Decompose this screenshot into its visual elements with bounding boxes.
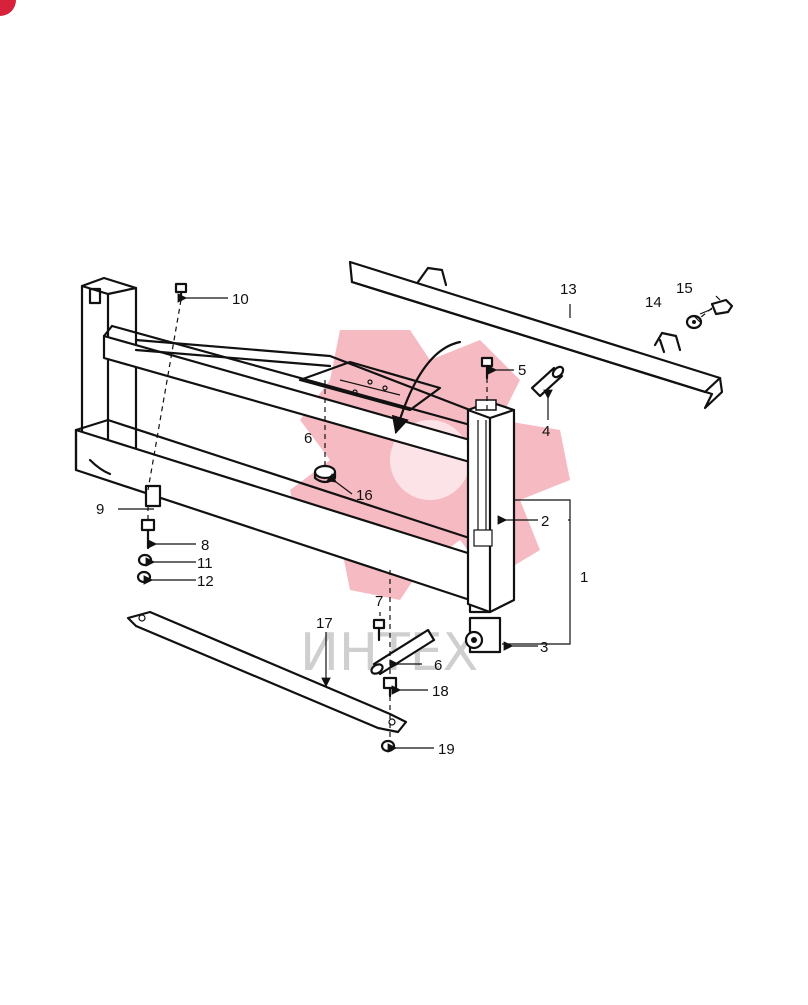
callout-6a: 6: [434, 657, 442, 674]
callout-12: 12: [197, 573, 214, 590]
callout-2: 2: [541, 513, 549, 530]
nut-12: [136, 570, 152, 584]
callout-15: 15: [676, 280, 693, 297]
bolt-15: [699, 298, 734, 316]
clip-9: [144, 484, 162, 508]
bolt-18: [382, 676, 398, 698]
callout-4: 4: [542, 423, 550, 440]
bolt-7: [372, 618, 386, 642]
callout-1: 1: [580, 569, 588, 586]
assembly-arrow: [391, 340, 462, 435]
callout-5: 5: [518, 362, 526, 379]
side-panel-part: [348, 260, 724, 410]
callout-7: 7: [375, 593, 383, 610]
callout-3: 3: [540, 639, 548, 656]
main-frame: [74, 276, 516, 614]
callout-17: 17: [316, 615, 333, 632]
guide-rod-2: [473, 420, 493, 547]
callout-6b: 6: [304, 430, 312, 447]
bolt-5: [480, 356, 494, 380]
callout-13: 13: [560, 281, 577, 298]
callout-8: 8: [201, 537, 209, 554]
washer-14: [685, 314, 703, 330]
pin-4: [530, 365, 565, 398]
callout-11: 11: [197, 555, 213, 572]
callout-9: 9: [96, 501, 104, 518]
callout-16: 16: [356, 487, 373, 504]
washer-11: [137, 553, 153, 567]
callout-10: 10: [232, 291, 249, 308]
bolt-8: [140, 518, 156, 550]
bolt-10: [174, 282, 188, 302]
pin-6: [370, 628, 436, 676]
callout-18: 18: [432, 683, 449, 700]
callout-19: 19: [438, 741, 455, 758]
watermark-text: ИНТЕХ: [300, 623, 478, 683]
strap-17: [126, 610, 408, 734]
corner-badge: [0, 0, 16, 16]
mount-bracket-3: [464, 616, 502, 654]
nut-19: [380, 739, 396, 753]
callout-14: 14: [645, 294, 662, 311]
